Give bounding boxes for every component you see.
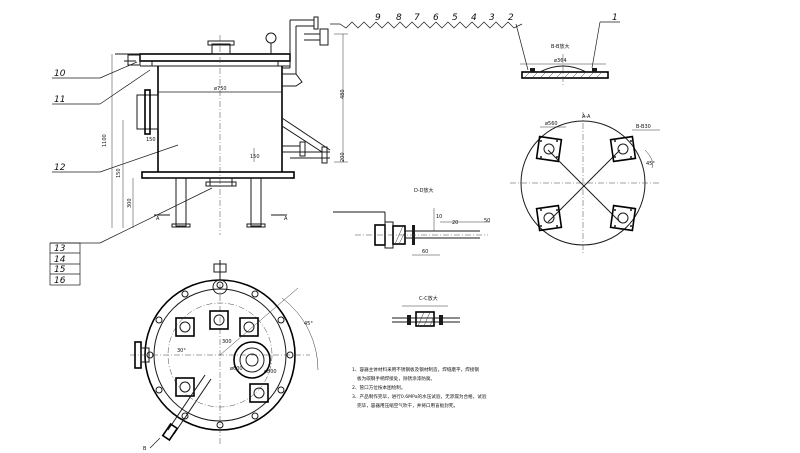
detail-c-view: C-C放大 xyxy=(392,295,460,327)
section-marker-a-left: A xyxy=(156,216,160,222)
dim-side-150: 150 xyxy=(146,137,156,143)
elevation-view: A A 1100 150 300 ø750 480 200 150 150 xyxy=(102,16,348,235)
detail-d-dim-10: 10 xyxy=(436,214,442,220)
section-aa-view: A-A ø560 B-B30 45° xyxy=(510,112,660,254)
leader-label-9: 9 xyxy=(375,13,381,23)
dim-height-total: 1100 xyxy=(102,134,108,147)
section-aa-angle: 45° xyxy=(646,161,655,167)
leader-label-8: 8 xyxy=(396,13,402,23)
dim-left-150: 150 xyxy=(116,168,122,178)
note-line-4: 3、产品制作完毕，进行0.6MPa的水压试验，无渗漏为合格，试验 xyxy=(352,393,487,400)
note-line-1: 1、容器主体材料采用不锈钢板及钢材制造，焊缝磨平，焊接钢 xyxy=(352,366,479,373)
detail-d-dim-50: 50 xyxy=(484,218,490,224)
detail-b-dim: ø364 xyxy=(554,58,567,64)
plan-marker-b: B xyxy=(143,446,147,452)
plan-view: B 45° 30° 300 ø600 ø800 xyxy=(130,260,319,452)
leader-label-15: 15 xyxy=(54,265,66,275)
plan-angle-30: 30° xyxy=(177,348,186,354)
aa-pad-ne xyxy=(609,135,637,163)
aa-pad-sw xyxy=(535,204,563,232)
section-aa-side: B-B30 xyxy=(636,124,651,130)
leader-label-13: 13 xyxy=(54,244,66,254)
pressure-gauge-icon xyxy=(265,32,277,44)
dim-shell-dia: ø750 xyxy=(214,86,227,92)
section-marker-a-right: A xyxy=(284,216,288,222)
detail-b-title: B-B放大 xyxy=(551,43,570,50)
detail-d-dim-60: 60 xyxy=(422,249,428,255)
detail-c-title: C-C放大 xyxy=(419,295,438,302)
aa-pad-nw xyxy=(535,135,563,163)
dim-leg-300: 300 xyxy=(127,198,133,208)
leader-label-5: 5 xyxy=(452,13,458,23)
leader-label-12: 12 xyxy=(54,163,66,173)
plan-r-300: 300 xyxy=(222,339,232,345)
plan-pad-sw xyxy=(175,377,195,397)
plan-pad-se xyxy=(249,383,269,403)
leader-label-11: 11 xyxy=(54,95,65,105)
dim-mid-200: 200 xyxy=(340,152,346,162)
detail-b-view: B-B放大 ø364 xyxy=(520,43,609,86)
leader-label-4: 4 xyxy=(471,13,477,23)
detail-d-dim-20: 20 xyxy=(452,220,458,226)
note-line-5: 完毕，容器用压缩空气吹干，并将口用盲板封死。 xyxy=(357,402,458,409)
leader-label-6: 6 xyxy=(433,13,439,23)
note-line-2: 板为碳钢手柄焊接处，除锈涂漆防腐。 xyxy=(357,375,435,382)
leader-label-14: 14 xyxy=(54,255,66,265)
plan-pad-ne xyxy=(239,317,259,337)
section-aa-title: A-A xyxy=(582,114,591,120)
aa-pad-se xyxy=(609,204,637,232)
plan-pad-n xyxy=(209,310,229,330)
detail-d-view: D-D放大 60 10 20 50 xyxy=(333,187,490,256)
leader-label-1: 1 xyxy=(612,13,618,23)
leader-label-10: 10 xyxy=(54,69,66,79)
leader-label-16: 16 xyxy=(54,276,66,286)
section-aa-dim: ø560 xyxy=(545,121,558,127)
technical-notes: 1、容器主体材料采用不锈钢板及钢材制造，焊缝磨平，焊接钢 板为碳钢手柄焊接处，除… xyxy=(352,366,487,409)
plan-dia-600: ø600 xyxy=(230,366,243,372)
plan-pad-nw xyxy=(175,317,195,337)
plan-bolt-holes xyxy=(146,281,294,429)
leader-label-2: 2 xyxy=(508,13,514,23)
note-line-3: 2、管口方位按本图绘制。 xyxy=(352,384,405,391)
detail-d-title: D-D放大 xyxy=(414,187,434,194)
leader-label-3: 3 xyxy=(489,13,495,23)
dim-upper-480: 480 xyxy=(340,89,346,99)
leader-label-7: 7 xyxy=(414,13,420,23)
top-leader-group: 9 8 7 6 5 4 3 2 1 xyxy=(330,13,620,71)
left-leader-group: 10 11 12 13 14 15 16 xyxy=(49,61,213,286)
plan-angle-45: 45° xyxy=(304,321,313,327)
dim-mid-label: 150 xyxy=(250,154,260,160)
plan-dia-800: ø800 xyxy=(264,369,277,375)
